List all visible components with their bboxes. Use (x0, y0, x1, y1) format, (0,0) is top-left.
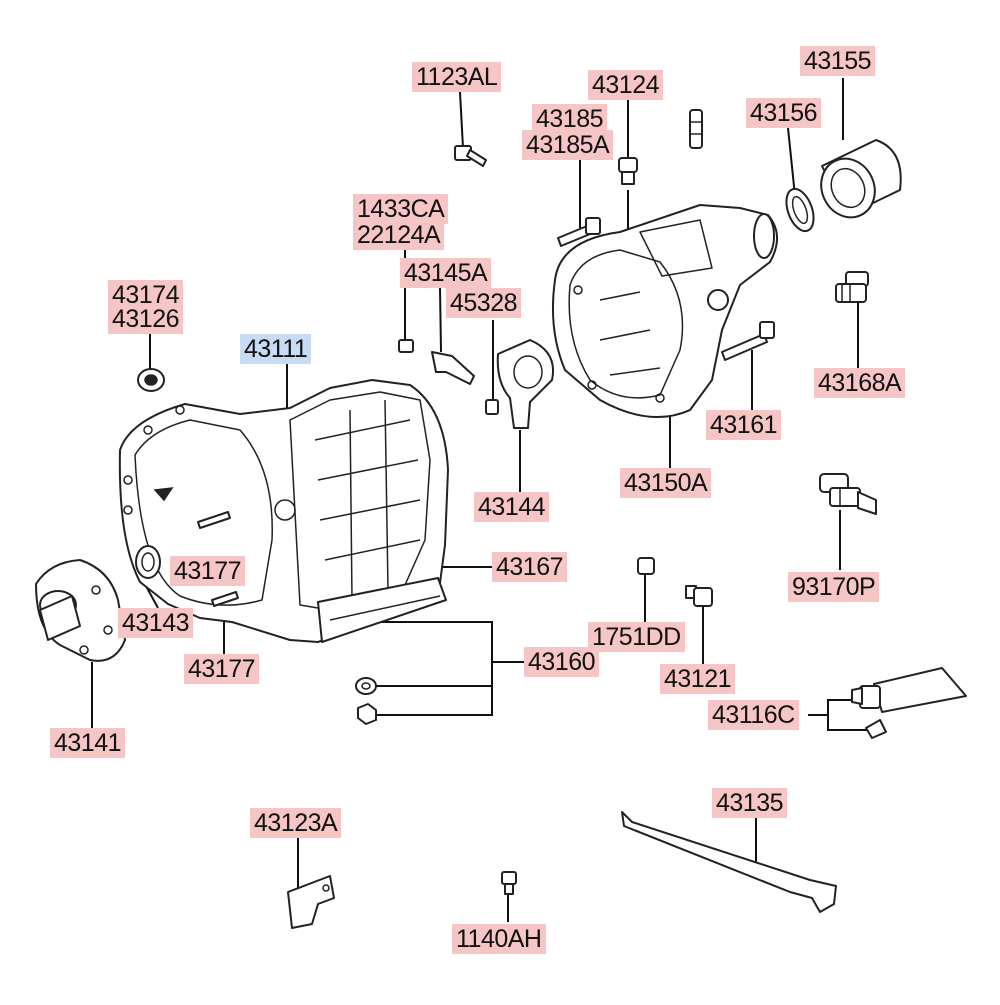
nut-1433CA (398, 339, 414, 353)
bolt-1140AH (501, 871, 517, 895)
label-43185A[interactable]: 43185A (522, 130, 614, 160)
seal-43143 (135, 545, 161, 579)
label-43161[interactable]: 43161 (706, 410, 782, 440)
label-43155[interactable]: 43155 (800, 46, 876, 76)
bolt-1123AL (454, 145, 487, 167)
label-22124A[interactable]: 22124A (353, 220, 445, 250)
front-cover-43141 (35, 559, 126, 662)
plug-43168A (835, 271, 869, 303)
bracket-43123A (287, 875, 335, 929)
label-43144[interactable]: 43144 (474, 492, 550, 522)
label-43160[interactable]: 43160 (524, 647, 600, 677)
bolt-45328 (485, 399, 499, 415)
label-1140AH[interactable]: 1140AH (452, 924, 546, 954)
cylinder-43155 (820, 139, 902, 219)
label-43150A[interactable]: 43150A (620, 468, 712, 498)
label-1433CA[interactable]: 1433CA (353, 194, 449, 224)
label-43111[interactable]: 43111 (240, 334, 312, 364)
label-43124[interactable]: 43124 (588, 70, 664, 100)
label-1123AL[interactable]: 1123AL (412, 62, 502, 92)
label-43145A[interactable]: 43145A (400, 258, 492, 288)
stud (689, 109, 703, 149)
bracket-43145A (431, 351, 475, 385)
seal-43126 (137, 368, 165, 392)
label-93170P[interactable]: 93170P (788, 572, 880, 602)
rail-43135 (621, 811, 837, 913)
nut-43160 (357, 703, 377, 725)
switch-93170P (819, 473, 877, 515)
pin-43177-upper (197, 511, 231, 529)
label-43168A[interactable]: 43168A (814, 368, 906, 398)
label-43143[interactable]: 43143 (118, 608, 194, 638)
label-43126[interactable]: 43126 (108, 304, 184, 334)
label-43141[interactable]: 43141 (50, 728, 126, 758)
label-43121[interactable]: 43121 (660, 664, 736, 694)
bolt-43161 (721, 321, 775, 361)
transmission-case-43111 (118, 379, 449, 643)
label-43177-lower[interactable]: 43177 (184, 654, 260, 684)
label-43123A[interactable]: 43123A (250, 808, 342, 838)
fitting-1751DD (637, 557, 655, 575)
label-43167[interactable]: 43167 (492, 552, 568, 582)
pin-43177-lower (211, 591, 239, 607)
label-43177-upper[interactable]: 43177 (170, 556, 246, 586)
bolt-43185 (557, 217, 601, 247)
breather-43124 (618, 157, 638, 185)
sealant-tube-43116C (851, 667, 967, 739)
label-43156[interactable]: 43156 (746, 98, 822, 128)
plug-43121 (685, 585, 713, 607)
gasket-43144 (496, 339, 554, 429)
label-45328[interactable]: 45328 (446, 288, 522, 318)
label-43135[interactable]: 43135 (712, 788, 788, 818)
washer-43160 (355, 677, 377, 695)
label-43185[interactable]: 43185 (532, 104, 608, 134)
ring-43156 (785, 187, 815, 233)
label-1751DD[interactable]: 1751DD (588, 622, 685, 652)
label-43116C[interactable]: 43116C (708, 700, 799, 730)
extension-housing-43150A (551, 204, 778, 419)
